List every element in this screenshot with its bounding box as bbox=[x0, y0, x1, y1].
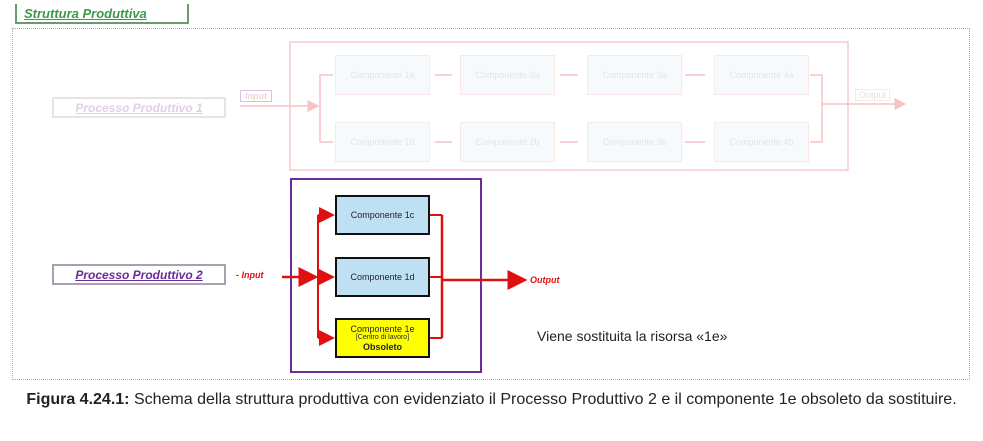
caption-label: Figura 4.24.1: bbox=[26, 391, 130, 408]
component-1e-status: Obsoleto bbox=[362, 342, 402, 353]
component-1e-sub: [Centro di lavoro] bbox=[355, 333, 410, 341]
process2-output: Output bbox=[530, 275, 560, 285]
diagram-title: Struttura Produttiva bbox=[24, 6, 147, 21]
diagram-frame bbox=[12, 28, 970, 380]
title-box bbox=[15, 4, 189, 24]
component-3a: Componente 3a bbox=[587, 55, 682, 95]
component-2a: Componente 2a bbox=[460, 55, 555, 95]
component-4b: Componente 4b bbox=[714, 122, 809, 162]
process1-input: Input bbox=[240, 90, 272, 102]
process2-label: Processo Produttivo 2 bbox=[52, 264, 226, 285]
component-2b: Componente 2b bbox=[460, 122, 555, 162]
component-1a: Componente 1a bbox=[335, 55, 430, 95]
process2-input: - Input bbox=[236, 270, 264, 280]
process2-box bbox=[290, 178, 482, 373]
component-1b: Componente 1b bbox=[335, 122, 430, 162]
process1-label: Processo Produttivo 1 bbox=[52, 97, 226, 118]
component-1e: Componente 1e [Centro di lavoro] Obsolet… bbox=[335, 318, 430, 358]
process1-output: Output bbox=[855, 89, 891, 101]
replacement-note: Viene sostituita la risorsa «1e» bbox=[537, 328, 728, 344]
component-4a: Componente 4a bbox=[714, 55, 809, 95]
figure-caption: Figura 4.24.1: Schema della struttura pr… bbox=[0, 388, 983, 412]
process1-lines bbox=[240, 41, 907, 171]
caption-text: Schema della struttura produttiva con ev… bbox=[129, 391, 957, 408]
component-1d: Componente 1d bbox=[335, 257, 430, 297]
component-3b: Componente 3b bbox=[587, 122, 682, 162]
process2-lines bbox=[282, 207, 528, 346]
component-1c: Componente 1c bbox=[335, 195, 430, 235]
component-1e-label: Componente 1e bbox=[350, 323, 415, 334]
